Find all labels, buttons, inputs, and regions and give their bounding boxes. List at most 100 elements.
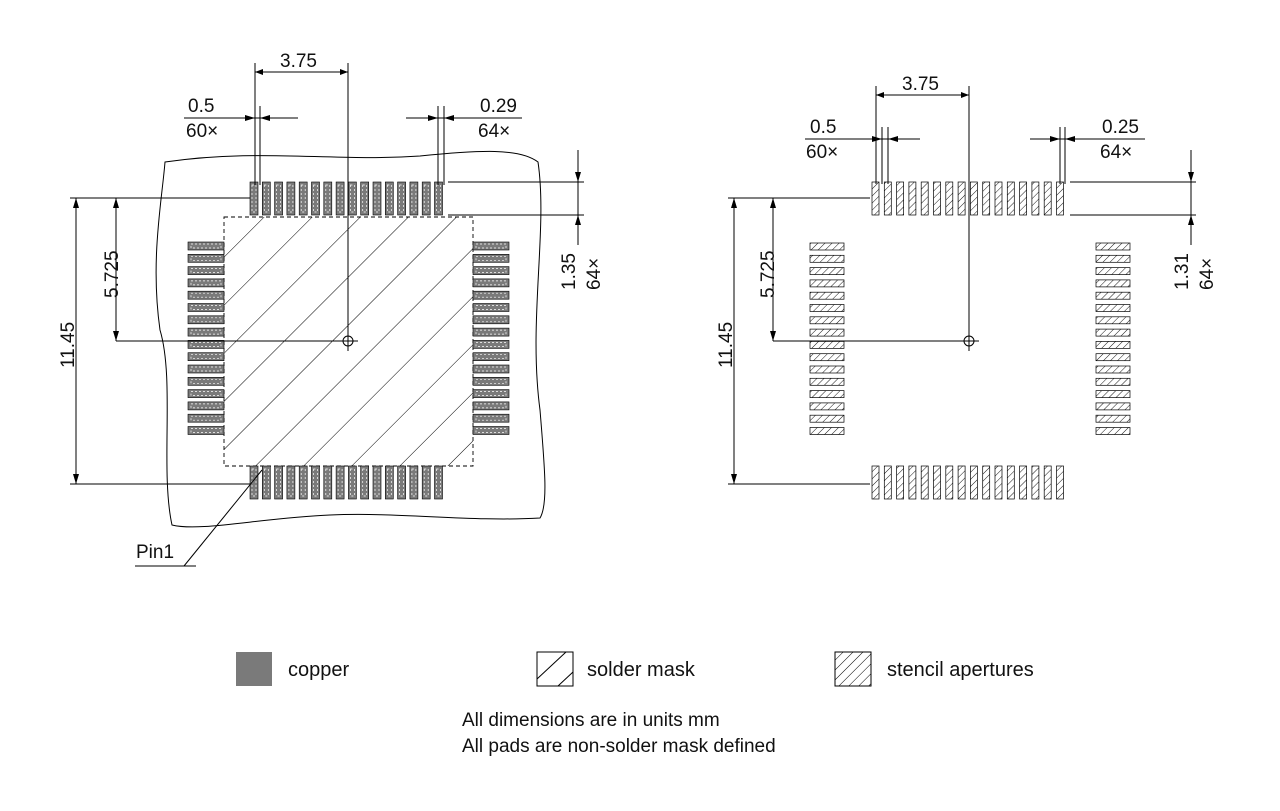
stencil-aperture <box>1095 316 1131 325</box>
stencil-aperture <box>908 465 917 500</box>
copper-pad <box>323 181 333 216</box>
stencil-aperture <box>809 328 845 337</box>
dimension-lines <box>70 63 584 567</box>
pitch-label: 3.75 <box>280 51 317 72</box>
stencil-span-label: 11.45 <box>716 322 737 368</box>
stencil-aperture <box>896 465 904 500</box>
pad-pitch-count: 60× <box>186 121 218 142</box>
copper-pad <box>274 181 283 216</box>
copper-pad <box>187 303 225 312</box>
copper-pad <box>187 254 225 263</box>
stencil-aperture <box>809 267 845 275</box>
copper-pad <box>472 254 510 263</box>
copper-pad <box>472 327 510 337</box>
stencil-aperture <box>1095 390 1131 398</box>
stencil-aperture <box>994 465 1003 500</box>
stencil-aperture <box>1056 181 1064 216</box>
stencil-view: 3.75 0.5 60× 0.25 64× 1.31 64× 5.725 11.… <box>716 74 1218 500</box>
copper-pad <box>472 401 510 411</box>
copper-pad <box>249 465 259 500</box>
copper-pad <box>434 181 443 216</box>
stencil-aperture <box>1095 242 1131 251</box>
stencil-aperture <box>809 279 845 288</box>
copper-pad <box>397 181 406 216</box>
copper-pad <box>187 290 225 300</box>
pin1-label: Pin1 <box>136 542 174 563</box>
copper-pad <box>335 465 345 500</box>
legend-solder-mask-label: solder mask <box>587 659 696 681</box>
copper-pad <box>472 352 510 362</box>
copper-pad <box>187 327 225 337</box>
copper-pad <box>472 290 510 300</box>
center-mark <box>338 331 358 351</box>
copper-pad <box>187 278 225 288</box>
copper-pad <box>187 389 225 398</box>
copper-pad <box>187 241 225 251</box>
stencil-pad-pitch-count: 60× <box>806 142 838 163</box>
stencil-aperture <box>1095 341 1131 349</box>
stencil-aperture <box>1095 402 1131 411</box>
copper-pad <box>187 401 225 411</box>
copper-pad <box>472 364 510 374</box>
copper-pad <box>187 376 225 386</box>
stencil-aperture <box>933 181 941 216</box>
stencil-aperture <box>1031 465 1040 500</box>
stencil-aperture <box>945 465 954 500</box>
aperture-length-label: 1.31 <box>1172 253 1193 290</box>
copper-pad <box>472 278 510 288</box>
copper-pad <box>348 181 357 216</box>
stencil-aperture <box>809 341 845 349</box>
stencil-aperture <box>1095 291 1131 300</box>
legend-solder-mask-swatch <box>536 651 574 687</box>
stencil-aperture <box>1031 181 1040 216</box>
stencil-pitch-label: 3.75 <box>902 74 939 95</box>
copper-pad <box>384 181 394 216</box>
stencil-half-span-label: 5.725 <box>758 250 779 298</box>
copper-pad <box>261 465 271 500</box>
copper-pad <box>298 465 308 500</box>
dimension-arrows <box>73 69 581 484</box>
stencil-aperture <box>1095 279 1131 288</box>
copper-pad <box>360 181 370 216</box>
stencil-aperture <box>920 465 929 500</box>
stencil-dimension-arrows <box>731 92 1194 484</box>
copper-pad <box>472 303 510 312</box>
legend: copper solder mask stencil apertures <box>236 651 1034 687</box>
copper-pad <box>274 465 283 500</box>
stencil-aperture <box>1095 328 1131 337</box>
stencil-aperture <box>1095 414 1131 423</box>
stencil-aperture <box>970 181 978 216</box>
stencil-aperture <box>1056 465 1064 500</box>
stencil-apertures <box>809 181 1131 500</box>
legend-copper-label: copper <box>288 659 349 681</box>
stencil-aperture <box>982 465 991 500</box>
copper-pad <box>187 266 225 275</box>
copper-pad <box>472 266 510 275</box>
stencil-aperture <box>1095 304 1131 312</box>
copper-pad <box>421 465 431 500</box>
stencil-aperture <box>809 291 845 300</box>
copper-pad <box>335 181 345 216</box>
stencil-aperture <box>1043 465 1052 500</box>
stencil-aperture <box>920 181 929 216</box>
copper-pad <box>472 389 510 398</box>
copper-pad <box>434 465 443 500</box>
half-span-label: 5.725 <box>102 250 123 298</box>
stencil-dimension-lines <box>728 86 1196 485</box>
stencil-aperture <box>994 181 1003 216</box>
stencil-aperture <box>1095 377 1131 386</box>
stencil-aperture <box>1095 254 1131 263</box>
stencil-aperture <box>1095 267 1131 275</box>
copper-pad <box>286 465 296 500</box>
copper-pad <box>261 181 271 216</box>
copper-pad <box>187 426 225 435</box>
copper-pad <box>187 315 225 325</box>
copper-pad <box>187 413 225 423</box>
copper-pad <box>409 465 419 500</box>
legend-stencil-label: stencil apertures <box>887 659 1034 681</box>
stencil-aperture <box>809 365 845 374</box>
pad-width-count: 64× <box>478 121 510 142</box>
copper-pad <box>187 340 225 349</box>
stencil-aperture <box>809 390 845 398</box>
copper-pad <box>472 315 510 325</box>
